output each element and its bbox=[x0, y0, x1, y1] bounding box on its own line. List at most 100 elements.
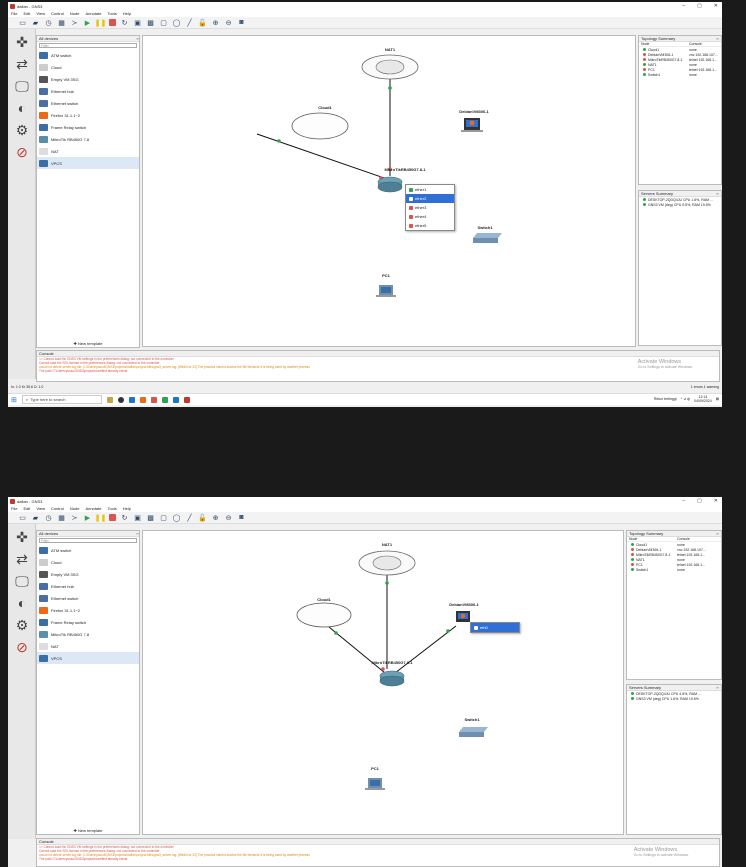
device-item[interactable]: MikroTik RB450G 7.8 bbox=[37, 133, 139, 145]
edge-icon[interactable] bbox=[128, 396, 135, 403]
menu-item-ether5[interactable]: ether5 bbox=[406, 221, 454, 230]
maximize-button[interactable]: ▢ bbox=[697, 498, 702, 504]
minimize-button[interactable]: – bbox=[682, 3, 686, 9]
device-item[interactable]: Empty VM 3SG bbox=[37, 73, 139, 85]
menu-item-ether3[interactable]: ether3 bbox=[406, 203, 454, 212]
mikrotik-node[interactable] bbox=[377, 176, 403, 193]
menu-help[interactable]: Help bbox=[122, 506, 132, 511]
device-item[interactable]: Ethernet hub bbox=[37, 580, 139, 592]
zoom-in-icon[interactable]: ⊕ bbox=[212, 514, 219, 522]
nat-node[interactable] bbox=[358, 550, 416, 576]
add-link-icon[interactable]: ⊘ bbox=[16, 638, 28, 655]
menu-item-ether2[interactable]: ether2 bbox=[406, 194, 454, 203]
switch-category-icon[interactable]: ⇄ bbox=[16, 55, 28, 72]
nat-node[interactable] bbox=[361, 54, 419, 80]
debian-node[interactable] bbox=[461, 118, 483, 132]
panel-float-icon[interactable]: ▫▫ bbox=[716, 36, 719, 41]
close-button[interactable]: ✕ bbox=[713, 498, 718, 504]
ellipse-icon[interactable]: ◯ bbox=[172, 19, 181, 27]
add-link-icon[interactable]: ⊘ bbox=[16, 143, 28, 160]
server-row[interactable]: GNS3 VM (deg) CPU 0.5%, RAM 19.5% bbox=[639, 202, 721, 207]
device-filter-input[interactable]: Filter bbox=[39, 538, 137, 543]
maximize-button[interactable]: ▢ bbox=[697, 3, 702, 9]
device-item[interactable]: VPCS bbox=[37, 652, 139, 664]
server-row[interactable]: DESKTOP-2QDQ4JU CPU 4.6%, RAM ... bbox=[627, 691, 721, 696]
device-item[interactable]: NAT bbox=[37, 640, 139, 652]
image-icon[interactable]: ▩ bbox=[147, 19, 154, 27]
menu-tools[interactable]: Tools bbox=[107, 506, 117, 511]
screenshot-icon[interactable]: ◙ bbox=[239, 19, 244, 26]
zoom-in-icon[interactable]: ⊕ bbox=[212, 19, 219, 27]
cloud-node[interactable] bbox=[291, 112, 349, 140]
new-template-button[interactable]: ✚ New template bbox=[73, 341, 103, 346]
device-item[interactable]: Firefox 31.1.1~2 bbox=[37, 109, 139, 121]
lock-icon[interactable]: 🔓 bbox=[198, 514, 207, 522]
taskbar-search-box[interactable]: ⌕Type here to search bbox=[21, 395, 102, 404]
reload-icon[interactable]: ↻ bbox=[121, 514, 128, 522]
server-row[interactable]: DESKTOP-2QDQ4JU CPU 1.6%, RAM ... bbox=[639, 197, 721, 202]
device-item[interactable]: Ethernet switch bbox=[37, 97, 139, 109]
note-icon[interactable]: ▣ bbox=[134, 19, 141, 27]
menu-edit[interactable]: Edit bbox=[23, 506, 31, 511]
device-item[interactable]: Cloud bbox=[37, 61, 139, 73]
device-item[interactable]: MikroTik RB450G 7.8 bbox=[37, 628, 139, 640]
terminal-icon[interactable]: ≻ bbox=[71, 19, 78, 27]
panel-float-icon[interactable]: ▫▫ bbox=[716, 685, 719, 690]
gns3-taskbar-icon[interactable] bbox=[183, 396, 190, 403]
menu-annotate[interactable]: Annotate bbox=[85, 506, 102, 511]
line-icon[interactable]: ╱ bbox=[187, 19, 192, 27]
snapshot-icon[interactable]: ▦ bbox=[58, 514, 65, 522]
tray-icons[interactable]: ^ ⊿ ◍ bbox=[680, 397, 691, 401]
menu-item-eth0[interactable]: eth0 bbox=[471, 623, 519, 632]
menu-annotate[interactable]: Annotate bbox=[85, 11, 102, 16]
minimize-button[interactable]: – bbox=[682, 498, 686, 504]
terminal-icon[interactable]: ≻ bbox=[71, 514, 78, 522]
clock-icon[interactable]: ◷ bbox=[45, 514, 52, 522]
new-project-icon[interactable]: ▭ bbox=[19, 514, 26, 522]
start-icon[interactable]: ▶ bbox=[84, 19, 91, 27]
menu-view[interactable]: View bbox=[36, 506, 45, 511]
router-category-icon[interactable]: ✜ bbox=[16, 33, 28, 50]
server-row[interactable]: GNS3 VM (deg) CPU 1.6%, RAM 19.5% bbox=[627, 696, 721, 701]
device-item[interactable]: VPCS bbox=[37, 157, 139, 169]
panel-float-icon[interactable]: ▫▫ bbox=[136, 531, 139, 536]
menu-control[interactable]: Control bbox=[50, 11, 64, 16]
device-item[interactable]: NAT bbox=[37, 145, 139, 157]
open-folder-icon[interactable]: ▰ bbox=[32, 19, 39, 27]
chrome-icon[interactable] bbox=[161, 396, 168, 403]
menu-file[interactable]: File bbox=[11, 11, 18, 16]
snapshot-icon[interactable]: ▦ bbox=[58, 19, 65, 27]
cloud-node[interactable] bbox=[296, 602, 352, 628]
device-item[interactable]: Ethernet switch bbox=[37, 592, 139, 604]
clock-icon[interactable]: ◷ bbox=[45, 19, 52, 27]
device-item[interactable]: ATM switch bbox=[37, 49, 139, 61]
task-view-icon[interactable] bbox=[117, 396, 124, 403]
debian-node[interactable] bbox=[456, 611, 470, 622]
menu-item-ether4[interactable]: ether4 bbox=[406, 212, 454, 221]
menu-item-ether1[interactable]: ether1 bbox=[406, 185, 454, 194]
menu-control[interactable]: Control bbox=[50, 506, 64, 511]
start-icon[interactable]: ▶ bbox=[84, 514, 91, 522]
line-icon[interactable]: ╱ bbox=[187, 514, 192, 522]
end-device-category-icon[interactable]: 🖵 bbox=[15, 572, 29, 589]
end-device-category-icon[interactable]: 🖵 bbox=[15, 77, 29, 94]
tray-text[interactable]: Rekor tertinggi bbox=[653, 397, 677, 401]
zoom-out-icon[interactable]: ⊖ bbox=[225, 19, 232, 27]
tray-clock[interactable]: 12:14 04/09/2024 bbox=[694, 395, 712, 403]
file-explorer-icon[interactable] bbox=[172, 396, 179, 403]
taskbar-app-icon[interactable] bbox=[150, 396, 157, 403]
ellipse-icon[interactable]: ◯ bbox=[172, 514, 181, 522]
device-item[interactable]: ATM switch bbox=[37, 544, 139, 556]
windows-start-icon[interactable]: ⊞ bbox=[11, 396, 17, 404]
menu-edit[interactable]: Edit bbox=[23, 11, 31, 16]
switch-node[interactable] bbox=[473, 233, 502, 243]
pc-node[interactable] bbox=[365, 778, 385, 790]
image-icon[interactable]: ▩ bbox=[147, 514, 154, 522]
